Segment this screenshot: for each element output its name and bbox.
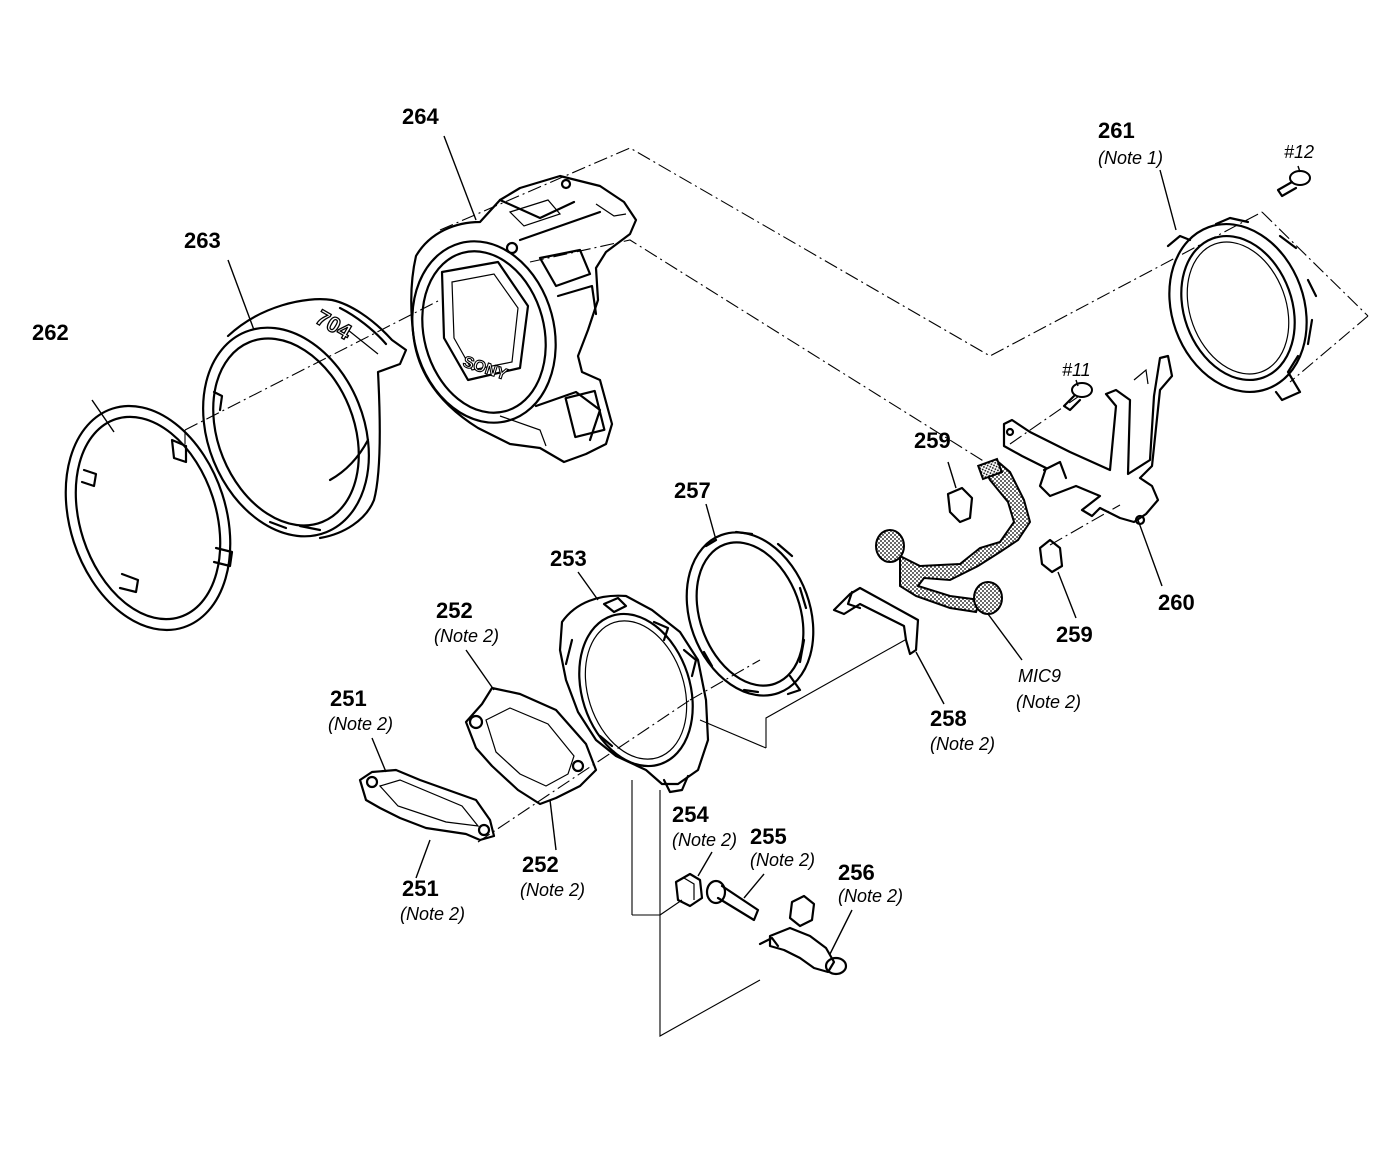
label-264: 264 bbox=[402, 104, 439, 129]
label-254: 254 bbox=[672, 802, 709, 827]
label-261: 261 bbox=[1098, 118, 1135, 143]
label-256: 256 bbox=[838, 860, 875, 885]
screw-11 bbox=[1062, 382, 1093, 412]
part-264-lens-body: SONY bbox=[410, 174, 638, 464]
note-261: (Note 1) bbox=[1098, 148, 1163, 168]
part-259-cushion-lower bbox=[1038, 538, 1064, 574]
shroud-model-marking: 704 bbox=[312, 305, 357, 345]
note-254: (Note 2) bbox=[672, 830, 737, 850]
label-253: 253 bbox=[550, 546, 587, 571]
part-253-frame bbox=[558, 594, 710, 794]
part-258-bracket bbox=[832, 586, 920, 656]
note-252-lower: (Note 2) bbox=[520, 880, 585, 900]
label-259-lower: 259 bbox=[1056, 622, 1093, 647]
part-259-cushion-upper bbox=[946, 486, 974, 524]
part-255-shaft bbox=[705, 879, 760, 922]
note-251-upper: (Note 2) bbox=[328, 714, 393, 734]
part-254-actuator bbox=[674, 872, 704, 908]
note-252-upper: (Note 2) bbox=[434, 626, 499, 646]
part-251-plate bbox=[358, 768, 496, 842]
part-261-rear-ring bbox=[1166, 216, 1318, 402]
label-screw-11: #11 bbox=[1062, 360, 1091, 380]
part-252-plate bbox=[464, 686, 598, 806]
label-255: 255 bbox=[750, 824, 787, 849]
label-263: 263 bbox=[184, 228, 221, 253]
mic9-microphone-flex bbox=[875, 457, 1032, 615]
callout-labels: 262 263 264 261 (Note 1) #12 #11 259 260… bbox=[32, 104, 1314, 924]
note-mic9: (Note 2) bbox=[1016, 692, 1081, 712]
label-251-lower: 251 bbox=[402, 876, 439, 901]
label-252-lower: 252 bbox=[522, 852, 559, 877]
part-257-plate-ring bbox=[685, 530, 815, 697]
part-260-bracket bbox=[1002, 354, 1174, 526]
label-262: 262 bbox=[32, 320, 69, 345]
leader-lines bbox=[91, 135, 1301, 955]
label-258: 258 bbox=[930, 706, 967, 731]
note-251-lower: (Note 2) bbox=[400, 904, 465, 924]
label-259-upper: 259 bbox=[914, 428, 951, 453]
part-262-front-ring bbox=[64, 404, 234, 632]
note-255: (Note 2) bbox=[750, 850, 815, 870]
screw-12 bbox=[1276, 170, 1311, 198]
label-260: 260 bbox=[1158, 590, 1195, 615]
label-251-upper: 251 bbox=[330, 686, 367, 711]
label-257: 257 bbox=[674, 478, 711, 503]
part-263-lens-shroud: 704 bbox=[202, 298, 408, 540]
part-256-sensor bbox=[758, 894, 848, 976]
note-256: (Note 2) bbox=[838, 886, 903, 906]
label-mic9: MIC9 bbox=[1018, 666, 1061, 686]
note-258: (Note 2) bbox=[930, 734, 995, 754]
label-252-upper: 252 bbox=[436, 598, 473, 623]
label-screw-12: #12 bbox=[1284, 142, 1314, 162]
